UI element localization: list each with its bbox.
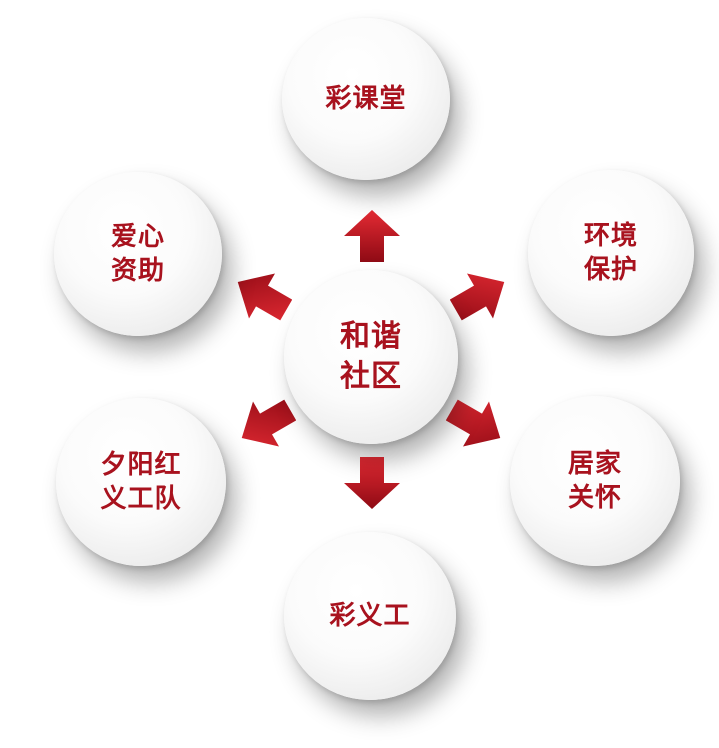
node-lower-right: 居家 关怀 [510,396,680,566]
arrow-upper-right-icon [450,273,505,321]
center-node: 和谐 社区 [284,270,458,444]
node-lower-left-label: 夕阳红 义工队 [100,450,182,514]
arrow-top-icon [344,210,400,262]
node-top-label: 彩课堂 [325,84,407,114]
node-bottom-label: 彩义工 [329,601,411,631]
node-lower-right-label: 居家 关怀 [567,449,622,513]
node-bottom: 彩义工 [284,532,456,700]
node-upper-left-label: 爱心 资助 [110,222,165,286]
node-upper-right: 环境 保护 [528,170,694,336]
arrow-lower-left-icon [241,399,296,447]
arrow-upper-left-icon [237,273,292,321]
node-upper-left: 爱心 资助 [54,172,222,336]
arrow-lower-right-icon [446,399,501,447]
center-label: 和谐 社区 [340,319,402,394]
arrow-bottom-icon [344,457,400,509]
node-top: 彩课堂 [282,18,450,180]
node-upper-right-label: 环境 保护 [583,221,638,285]
node-lower-left: 夕阳红 义工队 [56,398,226,566]
